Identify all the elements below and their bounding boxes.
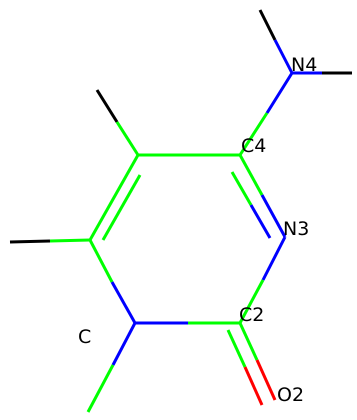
atom-label-n3: N3 bbox=[283, 218, 309, 240]
bond-c4-n3 bbox=[230, 154, 287, 239]
bond-c5-c6 bbox=[88, 154, 142, 241]
atom-label-c: C bbox=[78, 326, 91, 348]
atom-label-o2: O2 bbox=[277, 384, 304, 406]
atom-label-c4: C4 bbox=[241, 135, 266, 157]
bond-c6-methyl bbox=[9, 238, 91, 244]
bond-c5-methyl bbox=[95, 89, 140, 156]
bond-n1-methyl bbox=[86, 322, 137, 413]
bond-c2-o2 bbox=[226, 322, 277, 406]
atom-label-n4: N4 bbox=[291, 54, 317, 76]
bond-c6-n1 bbox=[88, 239, 137, 324]
atom-label-c2: C2 bbox=[239, 304, 264, 326]
bond-n4-methyl-top bbox=[258, 9, 294, 74]
bond-n4-c4 bbox=[238, 72, 294, 156]
bond-n3-c2 bbox=[238, 236, 287, 324]
